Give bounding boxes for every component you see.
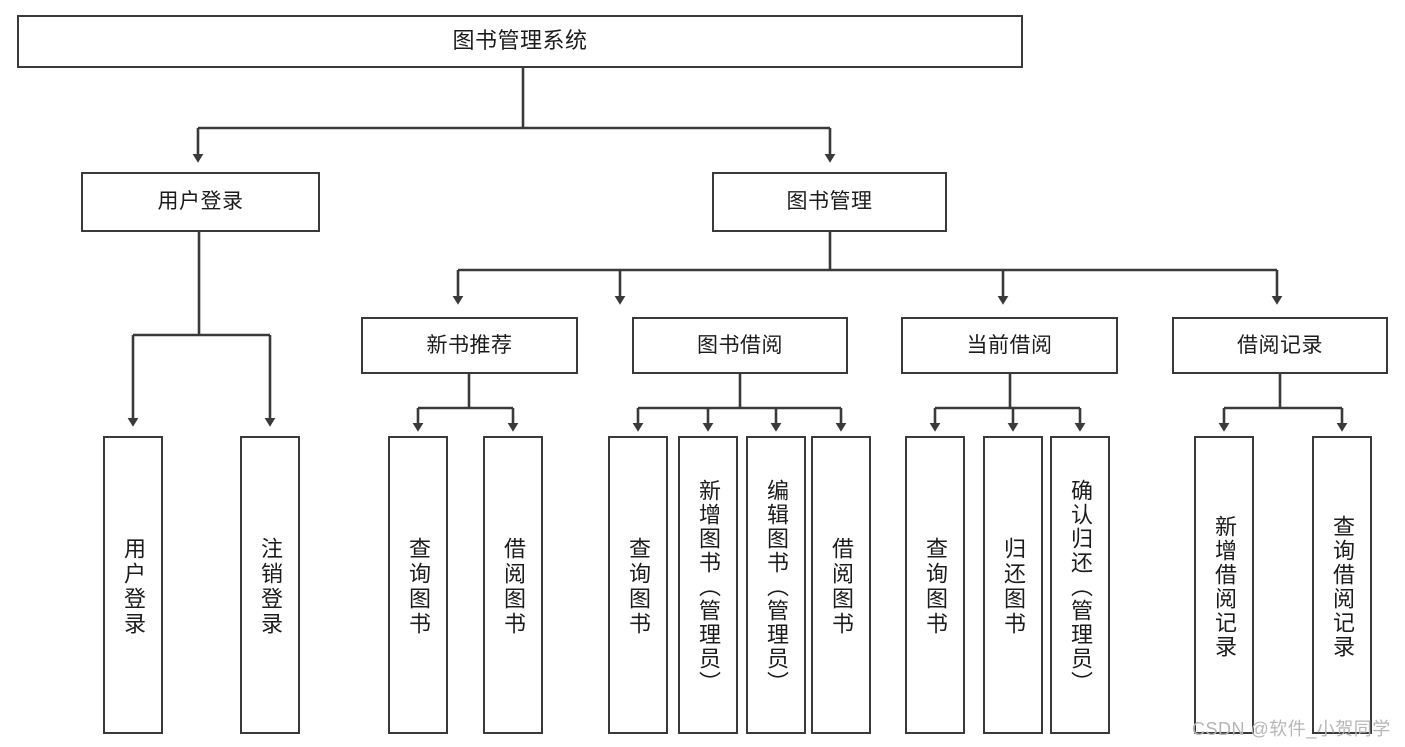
node-label: 当前借阅 [966,333,1053,357]
node-label: 图书管理系统 [452,28,588,54]
node-leaf-query-borrow-record[interactable]: 查询借阅记录 [1312,436,1372,734]
node-leaf-add-book[interactable]: 新增图书（管理员） [678,436,738,734]
node-label: 图书借阅 [697,333,783,357]
node-label: 编辑图书（管理员） [764,479,789,695]
node-book-borrow[interactable]: 图书借阅 [632,317,848,374]
node-label: 查询借阅记录 [1330,515,1355,659]
node-root-book-management-system[interactable]: 图书管理系统 [17,15,1023,68]
node-leaf-query-book-1[interactable]: 查询图书 [388,436,448,734]
node-leaf-query-book-3[interactable]: 查询图书 [905,436,965,734]
node-label: 查询图书 [923,537,948,637]
node-label: 新增图书（管理员） [696,479,721,695]
node-label: 借阅图书 [829,537,854,637]
node-user-login[interactable]: 用户登录 [81,172,320,232]
node-label: 图书管理 [786,190,873,214]
node-label: 查询图书 [626,537,651,637]
node-leaf-logout-login[interactable]: 注销登录 [240,436,300,734]
csdn-watermark: CSDN @软件_小贺同学 [1192,719,1391,739]
node-borrow-record[interactable]: 借阅记录 [1172,317,1388,374]
node-label: 查询图书 [406,537,431,637]
node-label: 归还图书 [1001,537,1026,637]
node-book-manage[interactable]: 图书管理 [712,172,947,232]
node-leaf-borrow-book-2[interactable]: 借阅图书 [811,436,871,734]
node-leaf-add-borrow-record[interactable]: 新增借阅记录 [1194,436,1254,734]
node-label: 注销登录 [258,537,283,637]
node-label: 借阅记录 [1237,333,1323,357]
node-leaf-query-book-2[interactable]: 查询图书 [608,436,668,734]
node-label: 借阅图书 [501,537,526,637]
node-leaf-edit-book[interactable]: 编辑图书（管理员） [746,436,806,734]
node-leaf-return-book[interactable]: 归还图书 [983,436,1043,734]
node-leaf-borrow-book-1[interactable]: 借阅图书 [483,436,543,734]
node-label: 用户登录 [121,537,146,637]
node-label: 确认归还（管理员） [1068,479,1093,695]
node-leaf-confirm-return[interactable]: 确认归还（管理员） [1050,436,1110,734]
node-leaf-user-login[interactable]: 用户登录 [103,436,163,734]
node-label: 新增借阅记录 [1212,515,1237,659]
node-label: 用户登录 [157,190,244,214]
node-current-borrow[interactable]: 当前借阅 [901,317,1118,374]
node-label: 新书推荐 [426,333,513,357]
node-new-book-recommendation[interactable]: 新书推荐 [361,317,578,374]
